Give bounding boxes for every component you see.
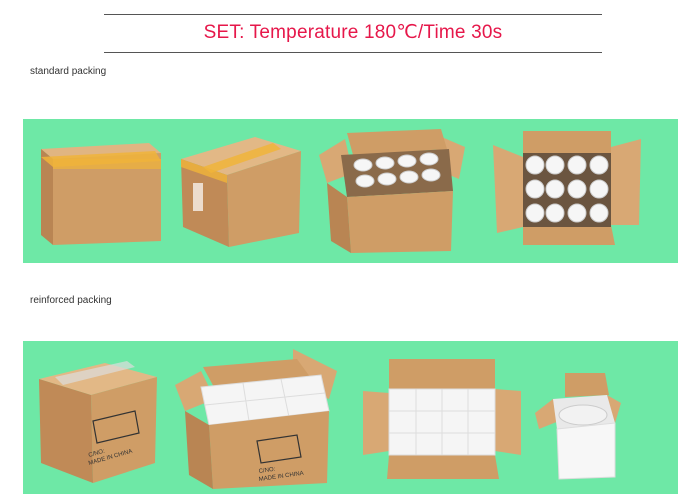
photo-single-mug-gift-box — [535, 373, 625, 481]
reinforced-packing-strip: C/NO: MADE IN CHINA C/NO: MADE IN CHINA — [23, 341, 678, 494]
carton-marking-cno: C/NO: — [88, 448, 106, 458]
photo-open-box-top-view-white-boxes — [363, 355, 523, 481]
page-title: SET: Temperature 180℃/Time 30s — [203, 22, 503, 43]
photo-open-box-top-view-mugs — [493, 129, 643, 247]
carton-marking-cno-2: C/NO: — [258, 467, 276, 475]
bottom-divider — [104, 52, 602, 53]
photo-closed-taped-box — [37, 131, 167, 249]
section-label-standard-packing: standard packing — [30, 66, 107, 77]
section-label-reinforced-packing: reinforced packing — [30, 295, 112, 306]
standard-packing-strip — [23, 119, 678, 263]
photo-closed-carton-box: C/NO: MADE IN CHINA — [35, 355, 161, 487]
top-divider — [104, 14, 602, 15]
photo-open-box-with-mugs — [317, 125, 467, 253]
photo-closed-taped-box-angled — [175, 127, 305, 249]
photo-open-box-with-white-boxes: C/NO: MADE IN CHINA — [173, 345, 343, 491]
